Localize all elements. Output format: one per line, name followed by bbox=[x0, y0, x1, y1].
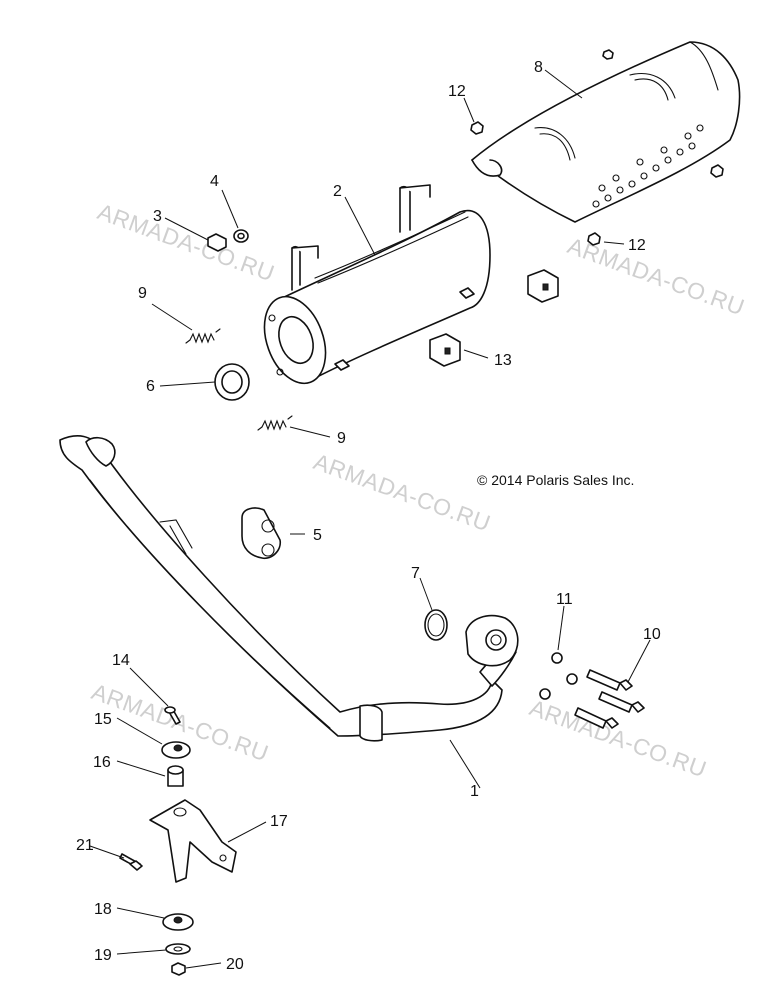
shield-screw-top bbox=[470, 121, 484, 135]
rubber-mount-left bbox=[429, 333, 461, 367]
callout-12b: 12 bbox=[628, 237, 646, 254]
muffler bbox=[263, 184, 491, 385]
muffler-gasket bbox=[214, 363, 250, 401]
callout-4: 4 bbox=[210, 173, 219, 190]
head-pipe-flange bbox=[465, 614, 519, 667]
spring-lower bbox=[257, 415, 293, 431]
callout-13: 13 bbox=[494, 352, 512, 369]
bracket-screw bbox=[119, 853, 143, 871]
spring-upper bbox=[185, 328, 221, 344]
flat-washer bbox=[165, 943, 191, 955]
callout-21: 21 bbox=[76, 837, 94, 854]
rubber-washer bbox=[162, 913, 194, 931]
callout-10: 10 bbox=[643, 626, 661, 643]
mount-grommet bbox=[161, 741, 191, 759]
shield-screw-right bbox=[710, 164, 724, 178]
mount-bushing bbox=[167, 765, 184, 787]
callout-15: 15 bbox=[94, 711, 112, 728]
leader-lines bbox=[89, 69, 651, 969]
callout-7: 7 bbox=[411, 565, 420, 582]
drain-plug bbox=[207, 233, 227, 252]
callout-6: 6 bbox=[146, 378, 155, 395]
callout-16: 16 bbox=[93, 754, 111, 771]
callout-numbers: 1 2 3 4 5 6 7 8 9 9 10 11 12 12 13 14 15… bbox=[76, 59, 661, 973]
callout-1: 1 bbox=[470, 783, 479, 800]
flange-gasket bbox=[424, 609, 448, 641]
watermark-3: ARMADA-CO.RU bbox=[310, 448, 494, 536]
shield-screw-left bbox=[587, 232, 601, 246]
lock-nut bbox=[171, 962, 186, 976]
bolt-washers bbox=[539, 652, 578, 700]
callout-12a: 12 bbox=[448, 83, 466, 100]
flange-bolts bbox=[574, 669, 645, 729]
callout-19: 19 bbox=[94, 947, 112, 964]
copyright-notice: © 2014 Polaris Sales Inc. bbox=[477, 472, 634, 488]
mounting-pin bbox=[164, 706, 181, 725]
watermark-2: ARMADA-CO.RU bbox=[564, 232, 748, 320]
heat-shield-vent-holes bbox=[592, 124, 704, 208]
shield-screw-upper bbox=[602, 49, 614, 60]
callout-20: 20 bbox=[226, 956, 244, 973]
callout-9a: 9 bbox=[138, 285, 147, 302]
callout-14: 14 bbox=[112, 652, 130, 669]
callout-2: 2 bbox=[333, 183, 342, 200]
plug-washer bbox=[233, 229, 249, 243]
callout-18: 18 bbox=[94, 901, 112, 918]
callout-8: 8 bbox=[534, 59, 543, 76]
callout-5: 5 bbox=[313, 527, 322, 544]
callout-11: 11 bbox=[556, 591, 573, 608]
rubber-mount-right bbox=[527, 269, 559, 303]
head-pipe bbox=[59, 435, 517, 742]
watermark-1: ARMADA-CO.RU bbox=[94, 198, 278, 286]
mounting-bracket bbox=[149, 799, 237, 883]
callout-9b: 9 bbox=[337, 430, 346, 447]
callout-3: 3 bbox=[153, 208, 162, 225]
callout-17: 17 bbox=[270, 813, 288, 830]
spring-clamp-bracket bbox=[241, 507, 282, 560]
heat-shield bbox=[471, 41, 741, 223]
